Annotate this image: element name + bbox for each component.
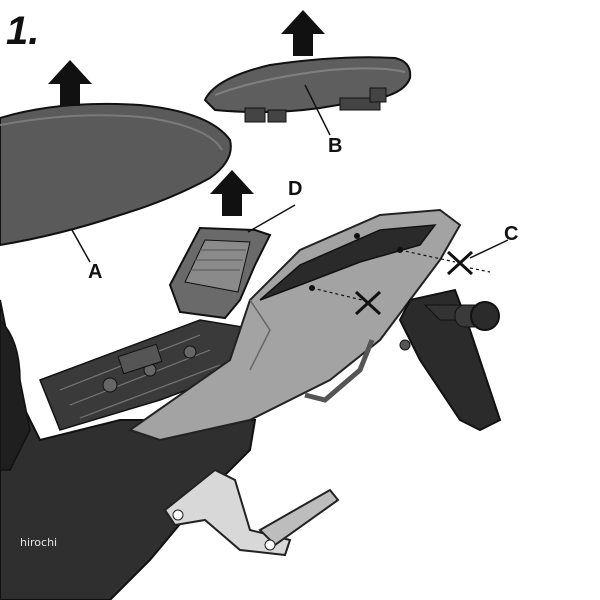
leader-line-c bbox=[469, 239, 509, 259]
passenger-seat-b bbox=[203, 56, 412, 123]
up-arrow-icon bbox=[210, 170, 254, 216]
screw-removal-x-icon bbox=[354, 250, 474, 316]
watermark: hirochi bbox=[20, 536, 57, 549]
label-c: C bbox=[504, 223, 518, 245]
screw-pointer-lines bbox=[311, 249, 491, 301]
leader-line-b bbox=[304, 84, 331, 136]
step-number: 1. bbox=[6, 9, 39, 53]
label-a: A bbox=[88, 261, 102, 283]
label-d: D bbox=[288, 178, 302, 200]
up-arrow-icon bbox=[281, 10, 325, 56]
tail-cover bbox=[127, 208, 462, 442]
rider-seat-a bbox=[0, 102, 232, 247]
label-b: B bbox=[328, 135, 342, 157]
leader-line-d bbox=[247, 204, 296, 233]
leader-line-a bbox=[71, 229, 91, 263]
license-plate-bracket bbox=[398, 288, 502, 432]
up-arrow-icon bbox=[48, 60, 92, 106]
grab-handle-d bbox=[168, 226, 272, 320]
